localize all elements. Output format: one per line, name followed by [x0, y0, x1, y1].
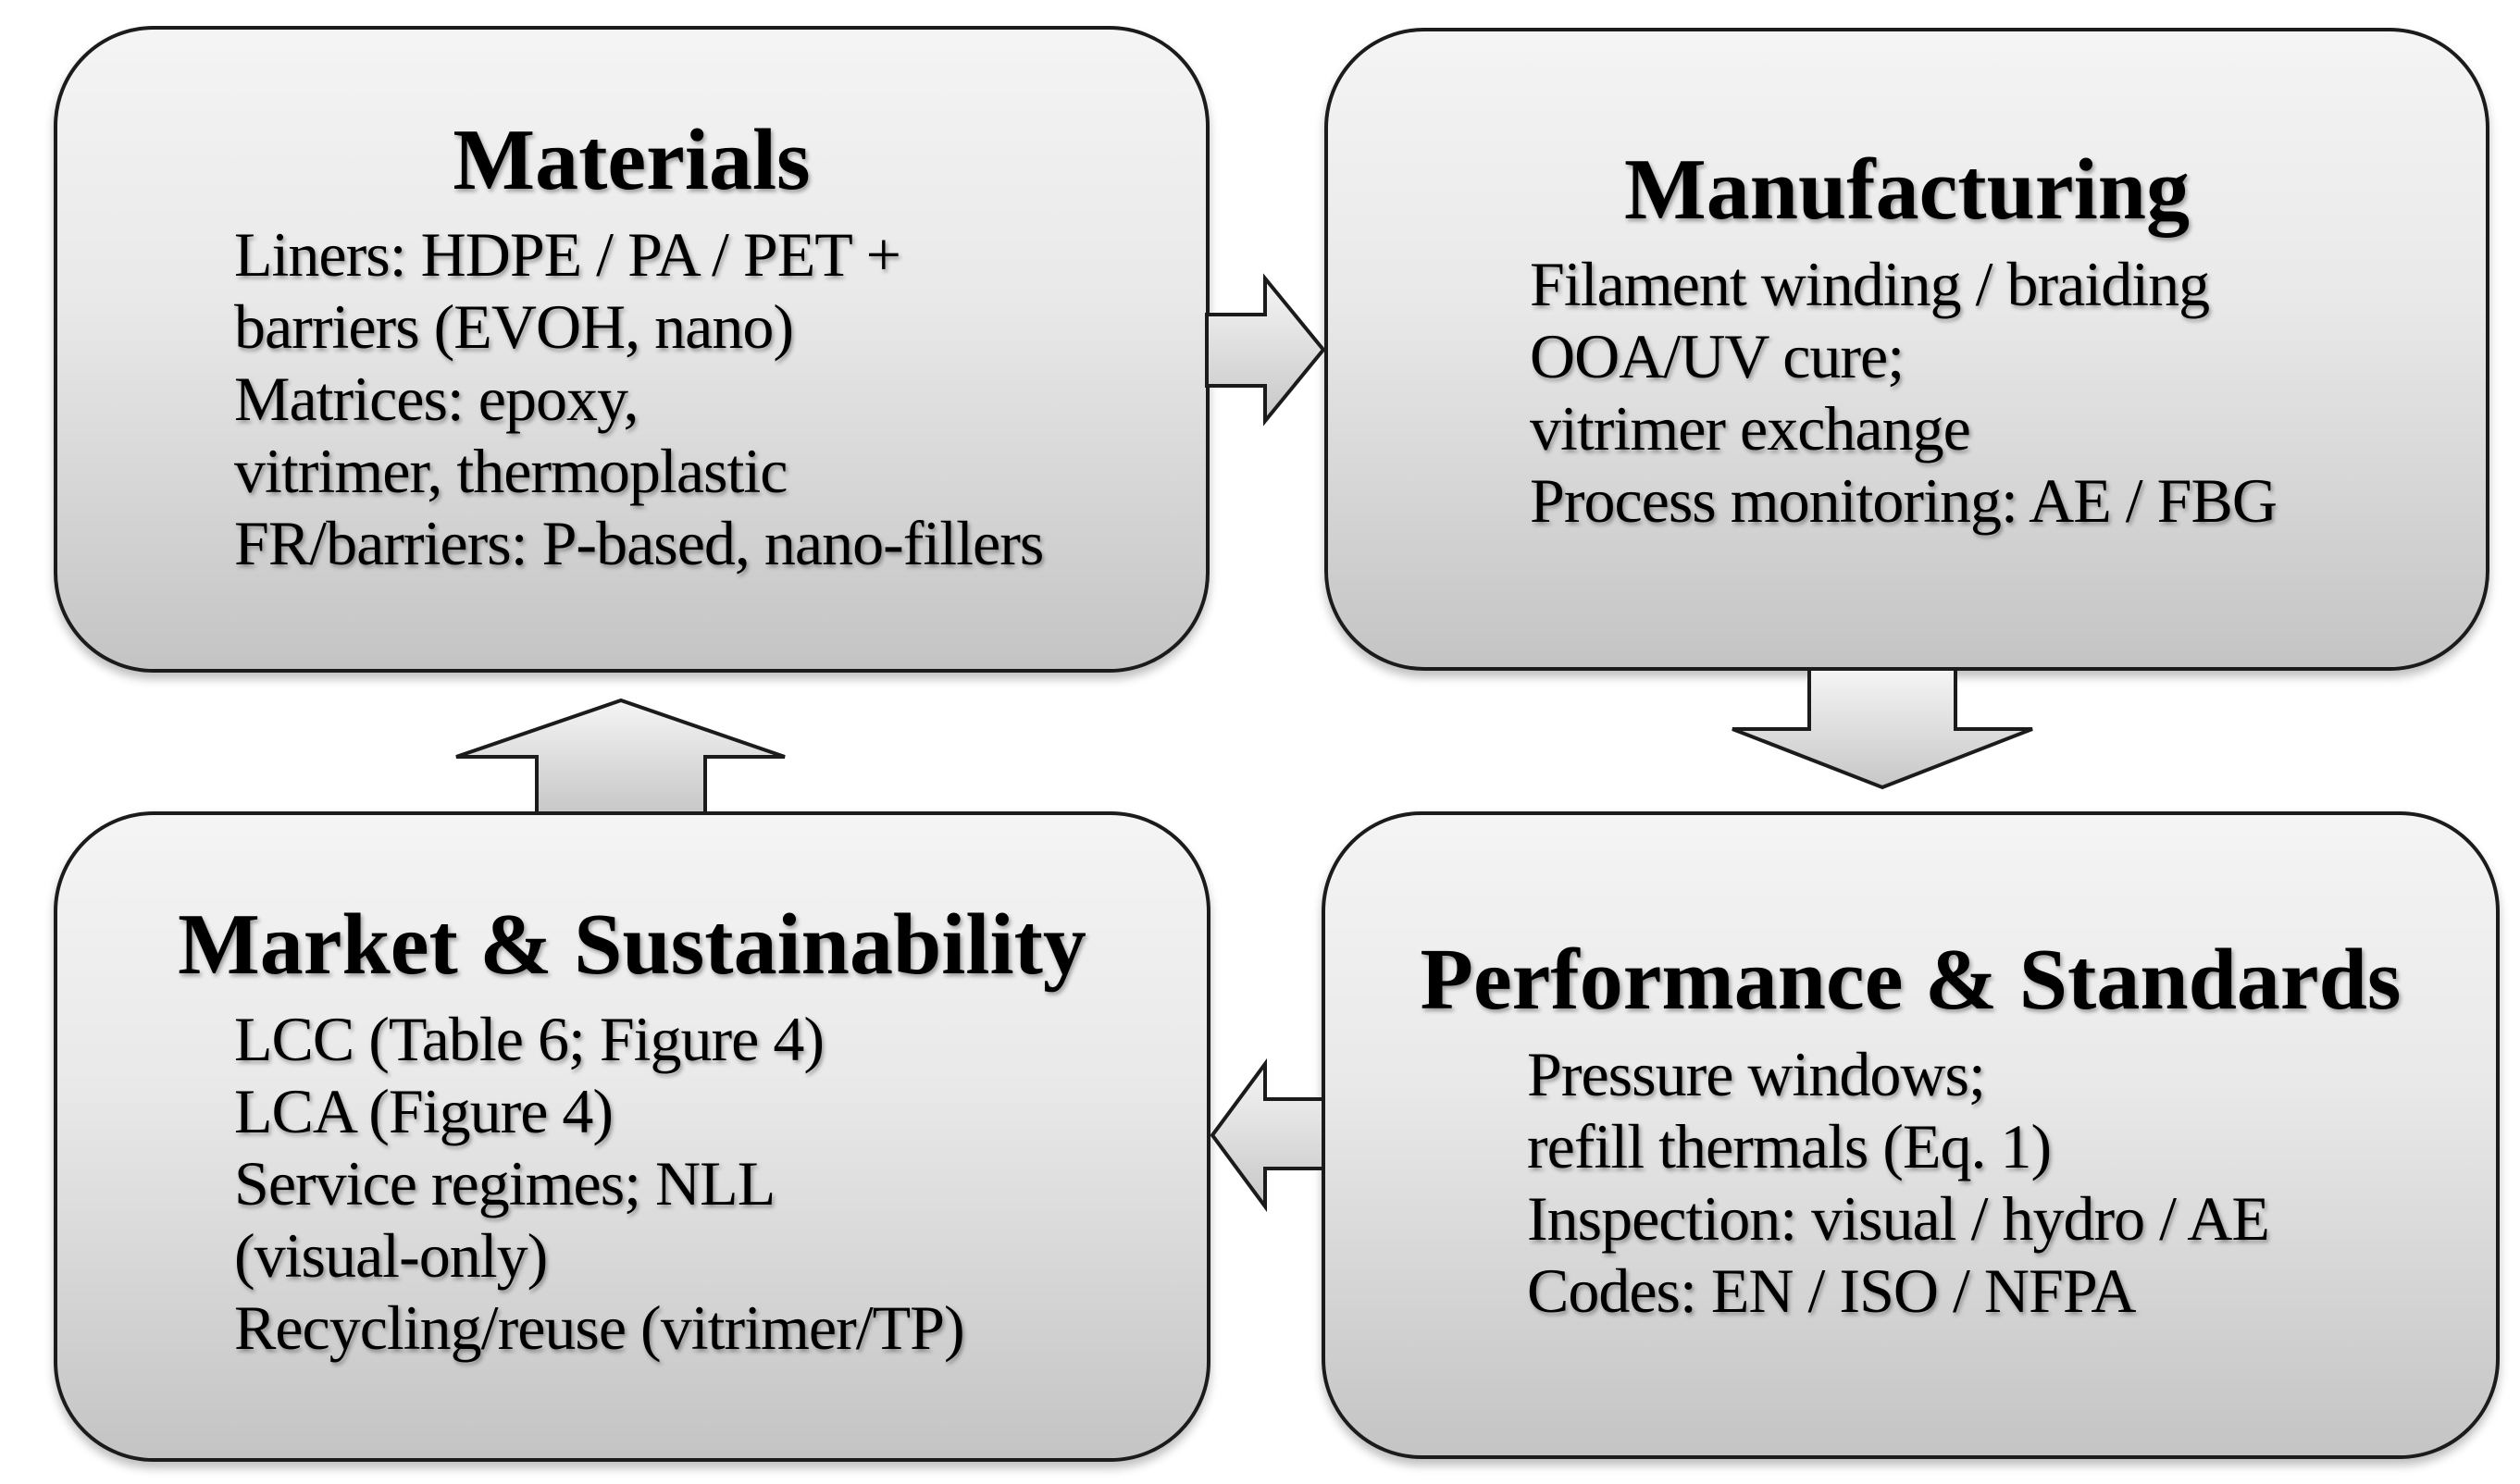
box-materials-body: Liners: HDPE / PA / PET + barriers (EVOH…: [57, 218, 1206, 579]
box-manufacturing: Manufacturing Filament winding / braidin…: [1324, 28, 2489, 671]
box-materials-title: Materials: [453, 112, 811, 208]
arrow-performance-to-market-icon: [1210, 1057, 1325, 1213]
box-market-sustainability-body: LCC (Table 6; Figure 4) LCA (Figure 4) S…: [57, 1003, 1207, 1364]
box-manufacturing-title: Manufacturing: [1624, 142, 2190, 238]
box-manufacturing-line: OOA/UV cure;: [1530, 321, 1905, 391]
box-manufacturing-body: Filament winding / braiding OOA/UV cure;…: [1328, 248, 2486, 537]
box-performance-standards-body: Pressure windows; refill thermals (Eq. 1…: [1325, 1038, 2496, 1327]
box-manufacturing-line: Filament winding / braiding: [1530, 249, 2210, 319]
box-market-sustainability: Market & Sustainability LCC (Table 6; Fi…: [54, 811, 1210, 1462]
box-materials-line: Matrices: epoxy,: [234, 364, 639, 434]
box-performance-standards: Performance & Standards Pressure windows…: [1322, 811, 2500, 1459]
box-market-sustainability-line: Service regimes; NLL: [234, 1148, 776, 1218]
box-materials-line: vitrimer, thermoplastic: [234, 436, 788, 506]
box-market-sustainability-title: Market & Sustainability: [178, 897, 1086, 993]
box-market-sustainability-line: Recycling/reuse (vitrimer/TP): [234, 1292, 965, 1363]
box-materials-line: Liners: HDPE / PA / PET +: [234, 219, 901, 290]
box-manufacturing-line: Process monitoring: AE / FBG: [1530, 465, 2278, 536]
box-market-sustainability-line: (visual-only): [234, 1220, 548, 1291]
box-performance-standards-line: Inspection: visual / hydro / AE: [1527, 1183, 2270, 1254]
box-performance-standards-title: Performance & Standards: [1420, 932, 2402, 1028]
arrow-materials-to-manufacturing-icon: [1205, 273, 1326, 427]
box-market-sustainability-line: LCA (Figure 4): [234, 1076, 614, 1146]
box-performance-standards-line: Pressure windows;: [1527, 1039, 1986, 1109]
arrow-manufacturing-to-performance-icon: [1732, 667, 2033, 790]
box-materials-line: FR/barriers: P-based, nano-fillers: [234, 508, 1044, 578]
box-market-sustainability-line: LCC (Table 6; Figure 4): [234, 1004, 825, 1074]
box-manufacturing-line: vitrimer exchange: [1530, 393, 1971, 464]
box-materials: Materials Liners: HDPE / PA / PET + barr…: [54, 26, 1210, 673]
box-materials-line: barriers (EVOH, nano): [234, 291, 794, 362]
arrow-market-to-materials-icon: [455, 698, 786, 815]
box-performance-standards-line: Codes: EN / ISO / NFPA: [1527, 1255, 2137, 1326]
box-performance-standards-line: refill thermals (Eq. 1): [1527, 1111, 2052, 1181]
